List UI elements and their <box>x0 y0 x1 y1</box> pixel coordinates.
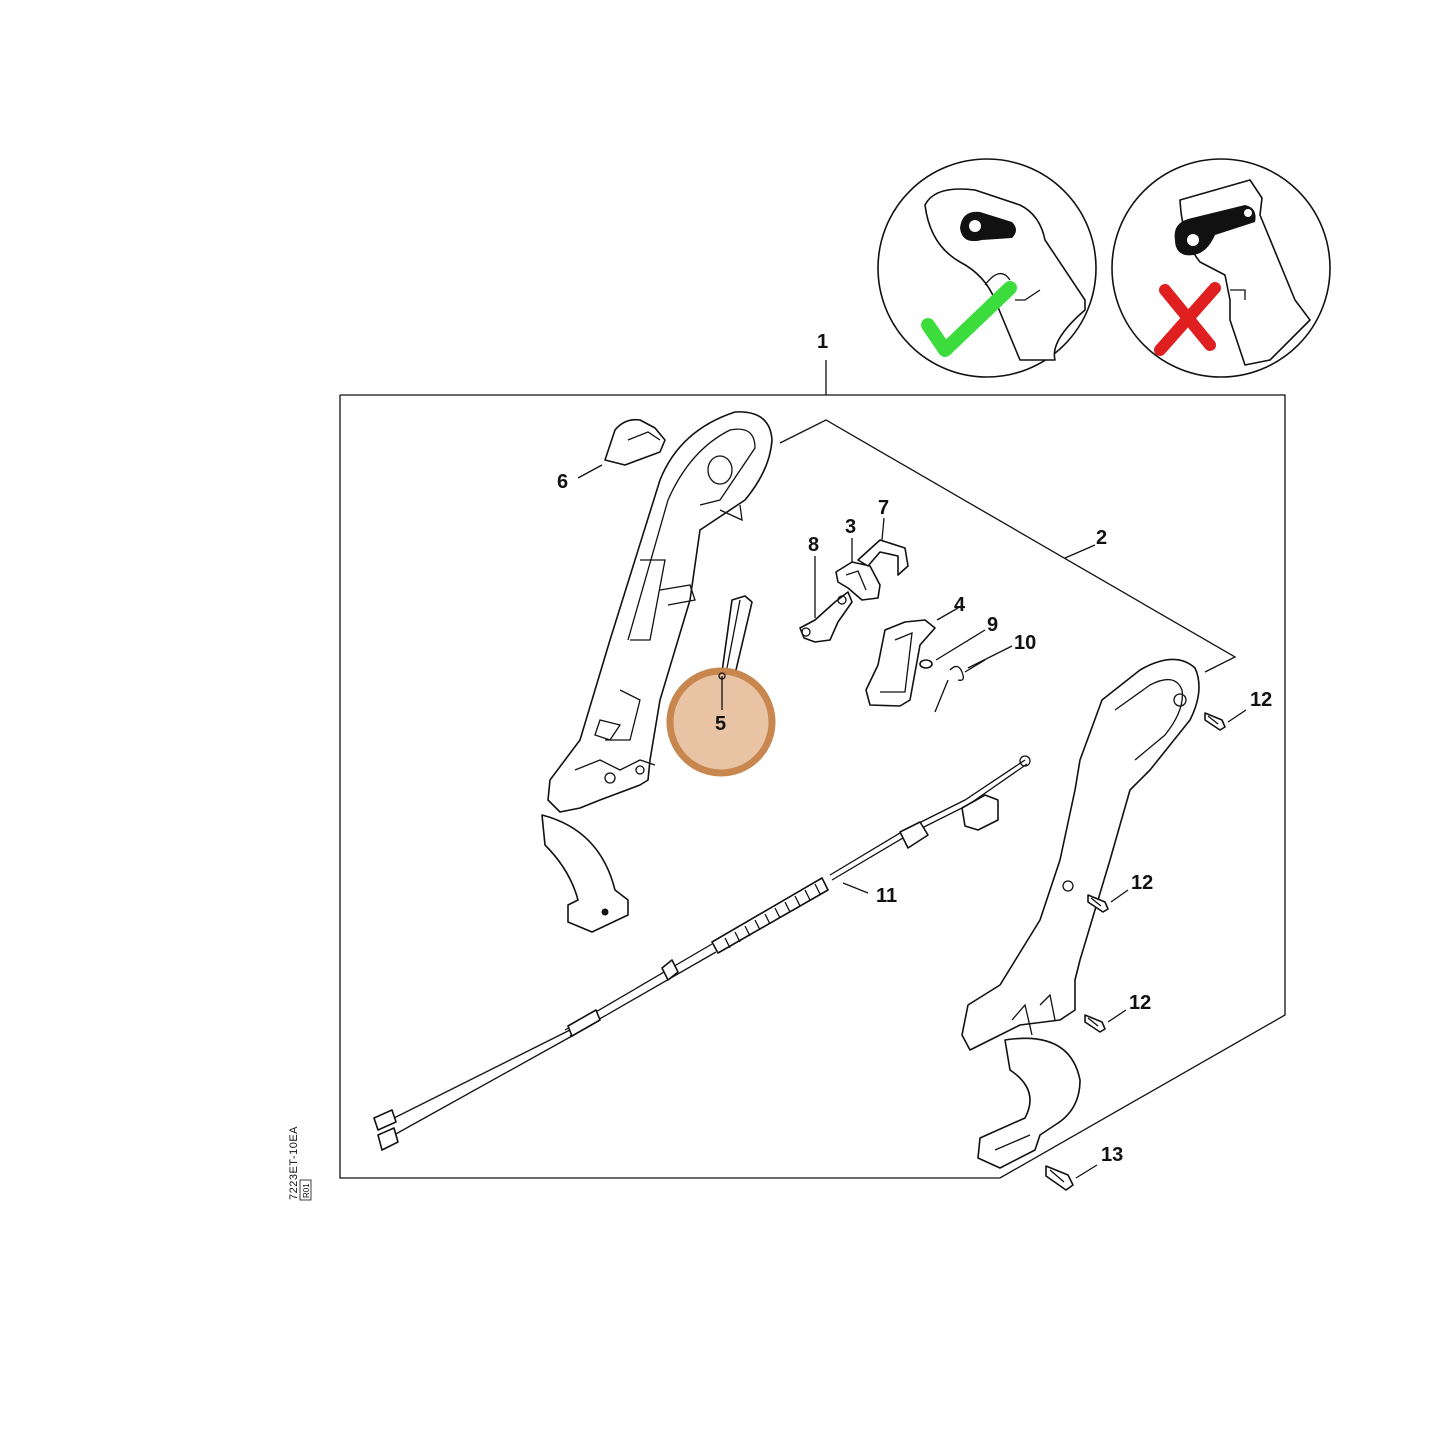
part-8-lever <box>799 591 853 643</box>
screw-13 <box>1045 1165 1074 1191</box>
part-6-cap <box>604 418 666 466</box>
lever-black-correct <box>960 211 1016 242</box>
screw-12c <box>1084 1014 1106 1033</box>
part-11-cable <box>373 755 1031 1151</box>
callout-12c[interactable]: 12 <box>1129 992 1151 1014</box>
svg-text:7223ET-10EA: 7223ET-10EA <box>288 1126 300 1200</box>
callout-10[interactable]: 10 <box>1014 632 1036 654</box>
callout-9[interactable]: 9 <box>987 614 998 636</box>
callout-4[interactable]: 4 <box>954 594 966 616</box>
part-10-spring <box>934 659 986 713</box>
handle-half-left <box>541 411 773 933</box>
part-7-clip <box>857 539 909 576</box>
part-5-sleeve <box>721 595 753 673</box>
callout-12a[interactable]: 12 <box>1250 689 1272 711</box>
cable-spring <box>711 877 829 954</box>
assembly-frame <box>339 360 1286 1179</box>
callout-11[interactable]: 11 <box>876 885 897 907</box>
screw-12b <box>1087 894 1109 913</box>
handle-half-right <box>961 658 1200 1169</box>
part-3 <box>835 561 881 601</box>
inset-correct <box>877 158 1097 378</box>
callout-2[interactable]: 2 <box>1096 527 1107 549</box>
callout-7[interactable]: 7 <box>878 497 889 519</box>
callout-13[interactable]: 13 <box>1101 1144 1123 1166</box>
callout-6[interactable]: 6 <box>557 471 568 493</box>
svg-text:R01: R01 <box>302 1183 311 1198</box>
callout-12b[interactable]: 12 <box>1131 872 1153 894</box>
check-icon <box>921 281 1017 357</box>
highlight-part-5[interactable] <box>666 667 776 777</box>
callout-5[interactable]: 5 <box>715 713 726 735</box>
cross-icon <box>1154 282 1221 356</box>
callout-1[interactable]: 1 <box>817 331 828 353</box>
screw-12a <box>1204 712 1226 731</box>
callout-3[interactable]: 3 <box>845 516 856 538</box>
part-4-trigger <box>865 619 936 707</box>
inset-wrong <box>1111 158 1331 378</box>
part-2-bracket <box>779 419 1237 673</box>
document-code: 7223ET-10EA R01 <box>288 1126 312 1201</box>
lever-black-wrong <box>1174 205 1256 256</box>
part-9-pin <box>919 659 933 669</box>
callout-8[interactable]: 8 <box>808 534 819 556</box>
